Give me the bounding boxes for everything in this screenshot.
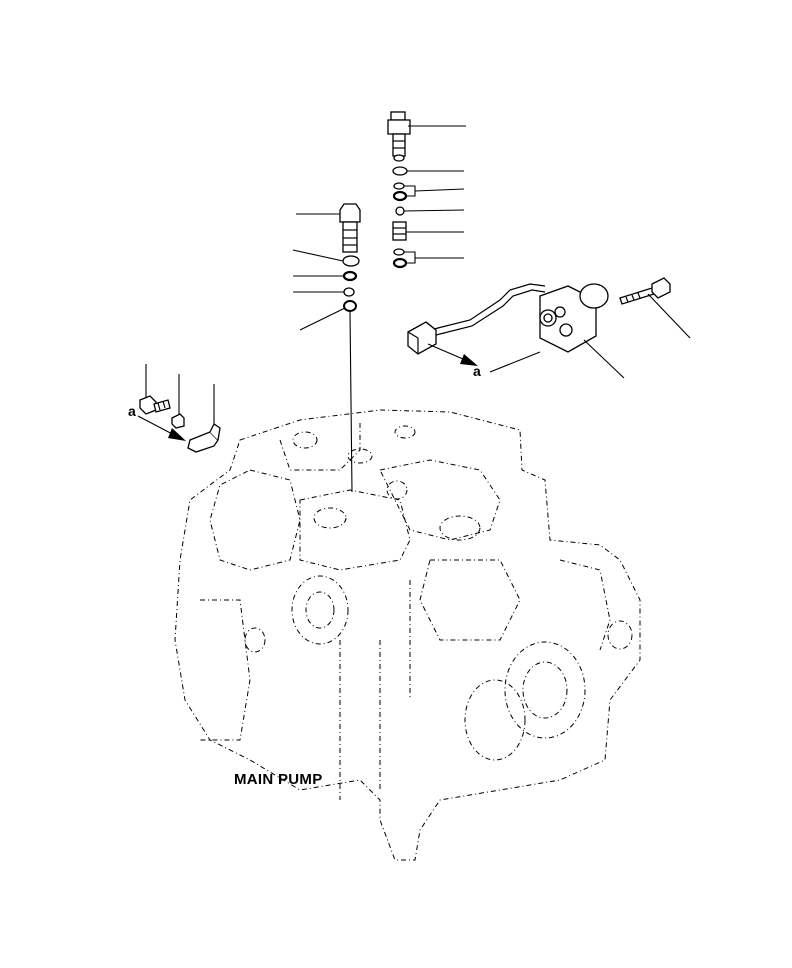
left-plug-stack [292,203,361,331]
callout-line [299,307,346,331]
connection-mark-right: a [473,363,481,379]
o-ring [392,166,408,176]
connection-mark-left: a [128,403,136,419]
o-ring [393,248,405,256]
union [392,221,407,241]
callout-line [292,249,344,262]
seal-ring [343,300,357,312]
main-pump-outline [174,409,641,861]
solenoid-bolt [619,277,691,339]
o-ring-small [395,206,405,216]
fitting [387,111,411,162]
clamp [187,384,221,453]
arrow-a-left [137,415,186,441]
valve-body [539,283,609,353]
clamp-bolt [139,364,171,415]
right-fitting-stack [387,111,466,269]
callout-line [403,209,465,212]
callout-line [647,293,691,339]
solenoid-valve [407,283,625,379]
o-ring [393,182,405,190]
o-ring-small [343,287,355,297]
o-ring [342,255,360,267]
callout-line [583,339,625,379]
plug [339,203,361,253]
connector [407,321,437,355]
assembly-label: MAIN PUMP [234,771,323,788]
spacer [171,374,185,429]
arrow-a-right [427,343,541,373]
callout-line [414,188,465,192]
back-up-ring [342,270,358,282]
vertical-leader-line [349,311,353,493]
back-up-ring [392,190,408,202]
back-up-ring [392,257,408,269]
